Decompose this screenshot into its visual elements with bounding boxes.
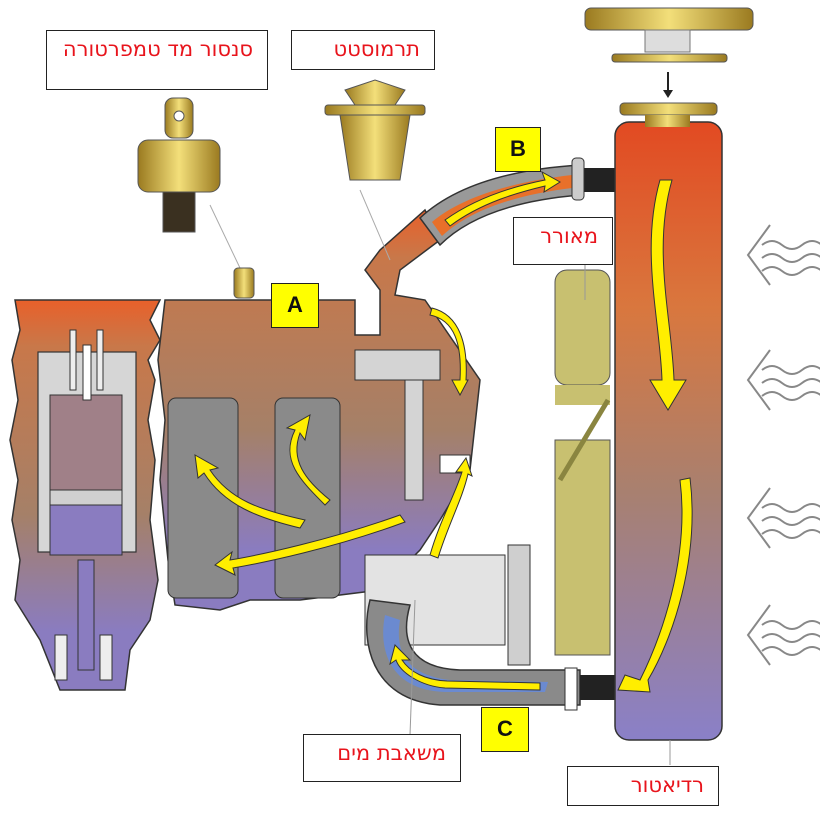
marker-a: A: [271, 283, 319, 328]
marker-b: B: [495, 127, 541, 172]
airflow-icon: [746, 349, 820, 411]
flow-arrow: [444, 170, 561, 227]
label-text: מאורר: [540, 224, 598, 248]
flow-arrow: [649, 179, 687, 411]
label-temperature-sensor: סנסור מד טמפרטורה: [46, 30, 268, 90]
flow-arrow: [617, 477, 693, 693]
flow-arrow: [285, 414, 331, 506]
label-text: משאבת מים: [337, 741, 446, 765]
marker-c: C: [481, 707, 529, 752]
coolant-flow-arrows: [194, 170, 693, 693]
flow-arrow: [389, 644, 541, 691]
temperature-sensor: [137, 97, 255, 299]
fan: [554, 269, 611, 656]
airflow-icon: [746, 604, 820, 666]
flow-arrow: [214, 514, 406, 576]
airflow-icon: [746, 224, 820, 286]
label-water-pump: משאבת מים: [303, 734, 461, 782]
leader-lines: [409, 265, 671, 765]
label-text: רדיאטור: [630, 773, 704, 797]
airflow-icon: [746, 487, 820, 549]
label-thermostat: תרמוסטט: [291, 30, 435, 70]
flow-arrow: [429, 456, 473, 559]
label-fan: מאורר: [513, 217, 613, 265]
radiator-cap: [584, 7, 754, 98]
flow-arrow: [194, 454, 306, 529]
label-radiator: רדיאטור: [567, 766, 719, 806]
label-text: סנסור מד טמפרטורה: [62, 37, 253, 61]
radiator: [614, 102, 723, 741]
thermostat: [324, 79, 426, 261]
engine-cylinder-cutaway: [9, 299, 162, 691]
airflow-indicators: [746, 224, 820, 666]
label-text: תרמוסטט: [333, 37, 420, 61]
flow-arrow: [429, 307, 469, 397]
